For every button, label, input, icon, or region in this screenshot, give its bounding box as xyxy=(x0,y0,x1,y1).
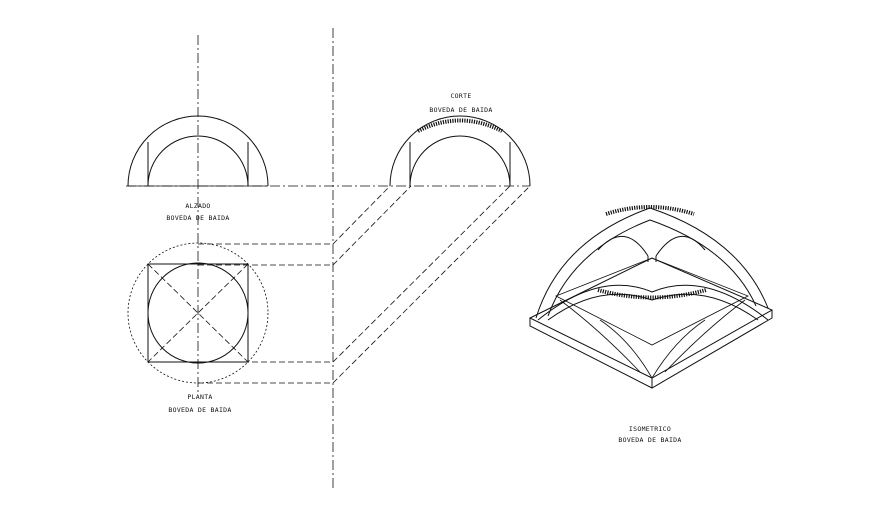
alzado-elevation xyxy=(127,115,269,187)
planta-title: PLANTA xyxy=(187,393,213,401)
isometrico-title: ISOMETRICO xyxy=(628,425,672,433)
corte-section xyxy=(389,115,531,187)
isometrico-view xyxy=(528,205,774,389)
corte-subtitle: BOVEDA DE BAIDA xyxy=(429,106,493,114)
planta-subtitle: BOVEDA DE BAIDA xyxy=(168,406,232,414)
alzado-title: ALZADO xyxy=(185,202,211,210)
planta-plan xyxy=(127,242,269,384)
alzado-subtitle: BOVEDA DE BAIDA xyxy=(166,214,230,222)
isometrico-subtitle: BOVEDA DE BAIDA xyxy=(618,436,682,444)
corte-title: CORTE xyxy=(450,92,472,100)
